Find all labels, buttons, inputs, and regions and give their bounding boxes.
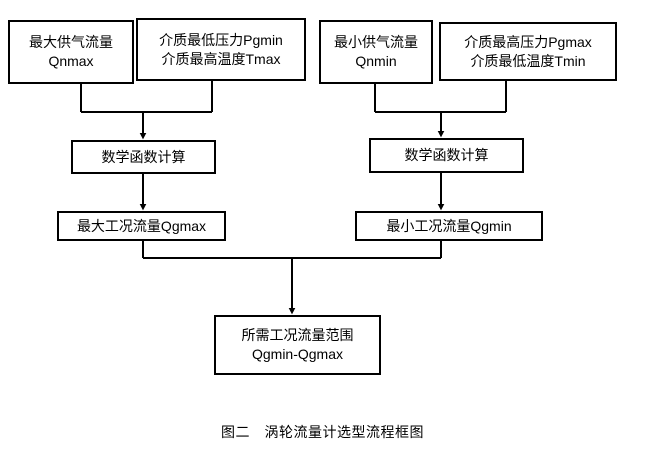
node-max-supply-flow-line2: Qnmax [48,53,94,69]
node-math-function-calculation-left-label: 数学函数计算 [101,148,186,165]
node-required-working-flow-range-line2: Qgmin-Qgmax [251,346,344,362]
node-medium-max-pressure-line: 介质最高压力Pgmax [464,33,592,50]
node-max-supply-flow-line1: 最大供气流量 [29,34,113,51]
node-required-working-flow-range-line1: 所需工况流量范围 [241,327,354,344]
node-min-supply-flow-line1: 最小供气流量 [334,34,418,51]
node-max-working-condition-flow: 最大工况流量Qgmax [57,211,226,241]
node-medium-min-pressure-line: 介质最低压力Pgmin [159,31,283,48]
node-medium-max-temp-line: 介质最高温度Tmax [161,50,281,67]
node-min-working-condition-flow-label: 最小工况流量Qgmin [386,217,512,234]
node-min-working-condition-flow: 最小工况流量Qgmin [355,211,543,241]
node-math-function-calculation-left: 数学函数计算 [71,140,216,174]
node-required-working-flow-range: 所需工况流量范围 Qgmin-Qgmax [214,315,381,375]
node-max-working-condition-flow-label: 最大工况流量Qgmax [76,217,207,234]
node-math-function-calculation-right: 数学函数计算 [369,138,524,173]
node-max-supply-flow: 最大供气流量 Qnmax [8,20,134,84]
figure-caption: 图二 涡轮流量计选型流程框图 [221,426,424,441]
node-min-supply-flow-line2: Qnmin [355,53,397,69]
node-math-function-calculation-right-label: 数学函数计算 [404,147,489,164]
node-medium-max-pressure-min-temp: 介质最高压力Pgmax 介质最低温度Tmin [439,22,617,81]
node-medium-min-temp-line: 介质最低温度Tmin [470,52,586,69]
node-medium-min-pressure-max-temp: 介质最低压力Pgmin 介质最高温度Tmax [136,18,306,81]
node-min-supply-flow: 最小供气流量 Qnmin [319,20,433,84]
